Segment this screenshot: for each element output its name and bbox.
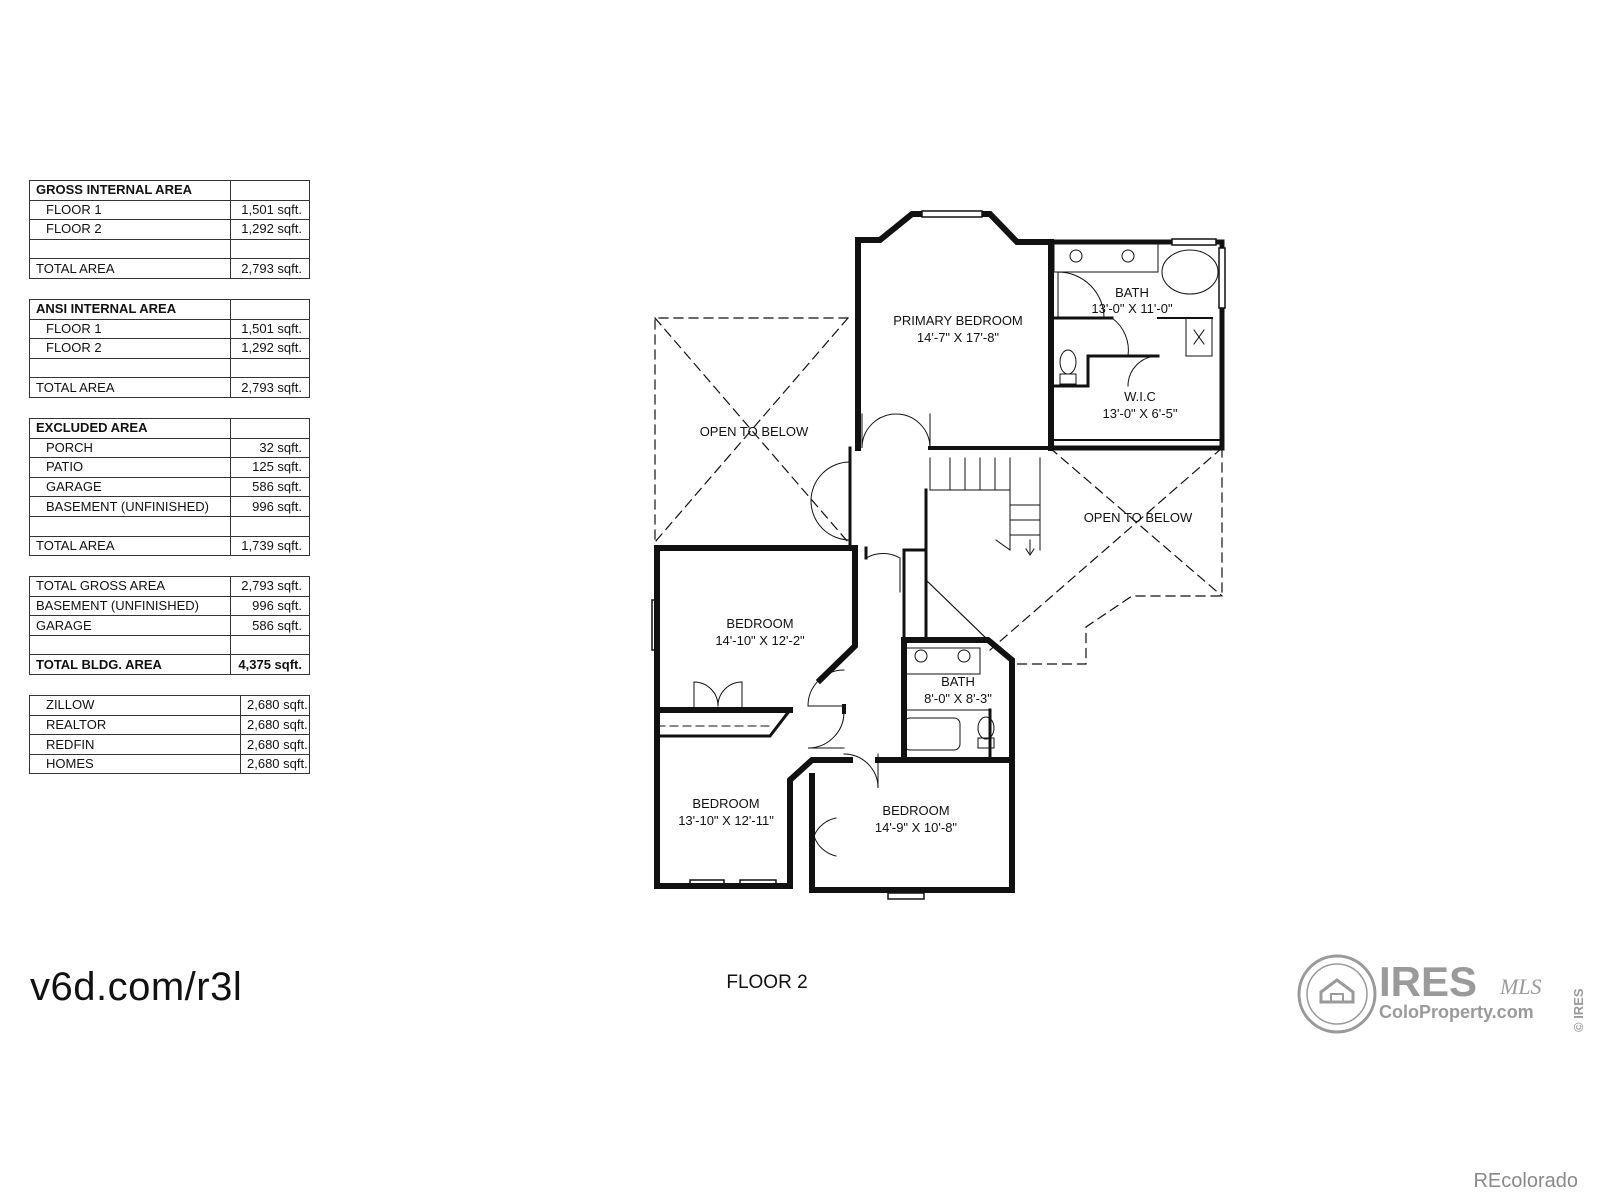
primary-bedroom-name: PRIMARY BEDROOM	[893, 313, 1023, 328]
logo-site: ColoProperty.com	[1379, 1002, 1534, 1022]
open-to-below-left-area	[654, 317, 849, 543]
table-row: GROSS INTERNAL AREA	[29, 180, 310, 201]
primary-suite-walls	[855, 211, 1225, 451]
area-label: GARAGE	[29, 476, 231, 498]
logo-name: IRES	[1379, 958, 1477, 1005]
lower-rooms-walls	[654, 545, 1015, 893]
area-label: TOTAL AREA	[29, 258, 231, 279]
bedroom-4-dims: 14'-9" X 10'-8"	[875, 820, 958, 835]
area-label: HOMES	[29, 753, 241, 775]
house-circle-icon	[1297, 954, 1377, 1034]
table-row: BASEMENT (UNFINISHED)996 sqft.	[29, 496, 310, 517]
wic-name: W.I.C	[1124, 389, 1156, 404]
area-value: 2,793 sqft.	[230, 258, 310, 279]
bath-fixtures	[901, 243, 1219, 751]
area-value: 2,680 sqft.	[240, 753, 310, 775]
bath-2-name: BATH	[941, 674, 975, 689]
logo-side-text: © IRES	[1571, 988, 1586, 1032]
ires-logo: IRES MLS ColoProperty.com © IRES	[1297, 954, 1586, 1034]
bath-2-dims: 8'-0" X 8'-3"	[924, 691, 992, 706]
open-to-below-left-label: OPEN TO BELOW	[700, 424, 809, 439]
area-label: FLOOR 1	[29, 318, 231, 340]
area-value: 2,793 sqft.	[230, 576, 310, 597]
area-value: 2,793 sqft.	[230, 377, 310, 398]
area-value: 125 sqft.	[230, 457, 310, 478]
table-row: ANSI INTERNAL AREA	[29, 298, 310, 320]
logo-tagline: MLS	[1499, 974, 1542, 999]
area-value: 1,739 sqft.	[230, 535, 310, 557]
bedroom-2-name: BEDROOM	[726, 616, 793, 631]
area-value: 1,501 sqft.	[230, 318, 310, 340]
bedroom-3-dims: 13'-10" X 12'-11"	[678, 813, 774, 828]
open-to-below-right-area	[989, 447, 1223, 665]
area-value: 4,375 sqft.	[230, 654, 310, 676]
area-value: 996 sqft.	[230, 496, 310, 517]
floor-title: FLOOR 2	[0, 972, 1600, 994]
staircase	[929, 457, 1041, 556]
tour-url[interactable]: v6d.com/r3l	[30, 965, 243, 1009]
primary-bath-name: BATH	[1115, 285, 1149, 300]
bedroom-2-dims: 14'-10" X 12'-2"	[715, 633, 805, 648]
primary-bath-dims: 13'-0" X 11'-0"	[1091, 301, 1173, 316]
bedroom-3-name: BEDROOM	[692, 796, 759, 811]
area-label: TOTAL BLDG. AREA	[29, 654, 231, 676]
table-row: BASEMENT (UNFINISHED)996 sqft.	[29, 595, 310, 617]
area-value: 1,292 sqft.	[230, 219, 310, 240]
area-value: 32 sqft.	[230, 437, 310, 459]
wic-dims: 13'-0" X 6'-5"	[1103, 406, 1178, 421]
area-label: TOTAL AREA	[29, 535, 231, 557]
area-label: TOTAL GROSS AREA	[29, 576, 231, 597]
area-value: 2,680 sqft.	[240, 714, 310, 736]
floor-title-text: FLOOR 2	[726, 972, 808, 993]
bedroom-4-name: BEDROOM	[882, 803, 949, 818]
photo-credit: REcolorado	[1473, 1170, 1578, 1192]
door-swings	[693, 271, 1159, 873]
hallway-walls	[848, 446, 989, 641]
room-labels: PRIMARY BEDROOM 14'-7" X 17'-8" BATH 13'…	[678, 285, 1193, 835]
primary-bedroom-dims: 14'-7" X 17'-8"	[917, 330, 1000, 345]
open-to-below-right-label: OPEN TO BELOW	[1084, 510, 1193, 525]
area-value: 586 sqft.	[230, 615, 310, 636]
area-label: ANSI INTERNAL AREA	[29, 298, 231, 320]
table-row	[29, 357, 310, 379]
